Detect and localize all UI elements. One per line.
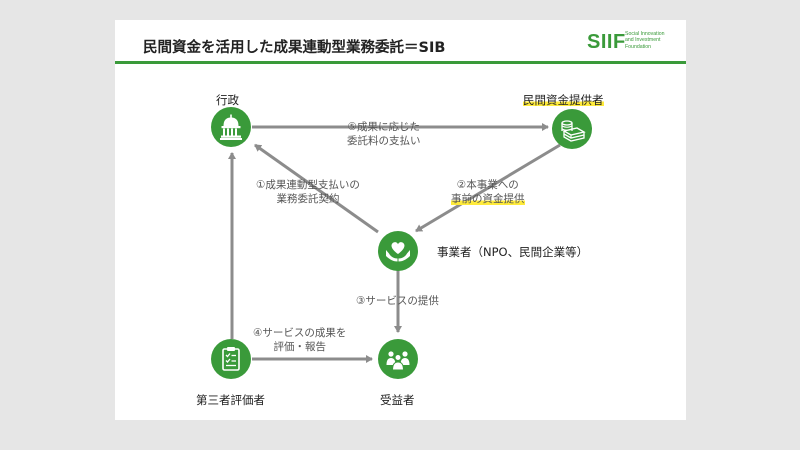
beneficiary-label: 受益者 xyxy=(380,393,415,407)
evaluator-node xyxy=(211,339,251,379)
beneficiary-node xyxy=(378,339,418,379)
edge-label-line: 業務委託契約 xyxy=(276,193,340,205)
title-divider xyxy=(115,61,686,64)
arrow-contract xyxy=(254,143,379,234)
siif-logo: SIIF Social Innovation and Investment Fo… xyxy=(587,27,679,59)
logo-tagline: Social Innovation and Investment Foundat… xyxy=(625,31,681,50)
edge-label-line: 評価・報告 xyxy=(273,341,326,353)
operator-node xyxy=(378,231,418,271)
edge-label-line-highlighted: 事前の資金提供 xyxy=(451,192,525,206)
funder-label: 民間資金提供者 xyxy=(523,92,604,108)
evaluator-label: 第三者評価者 xyxy=(196,393,265,407)
edge-label-line: ④サービスの成果を xyxy=(253,327,347,339)
edge-label-line: 委託料の支払い xyxy=(347,135,421,147)
people-group-icon xyxy=(386,351,410,371)
edge-label-service: ③サービスの提供 xyxy=(356,294,439,308)
edge-label-line: ③サービスの提供 xyxy=(356,295,439,307)
heart-hands-icon xyxy=(386,242,410,262)
clipboard-checklist-icon xyxy=(222,347,240,371)
edge-label-line: ①成果連動型支払いの xyxy=(256,179,360,191)
slide: 民間資金を活用した成果連動型業務委託＝SIB SIIF Social Innov… xyxy=(115,20,686,420)
government-node xyxy=(211,107,251,147)
logo-line: Foundation xyxy=(625,43,651,50)
arrow-funding xyxy=(415,143,561,233)
edge-label-line: ②本事業への xyxy=(456,179,519,191)
government-building-icon xyxy=(220,114,242,140)
funder-node xyxy=(552,109,592,149)
funder-label-text: 民間資金提供者 xyxy=(523,93,604,107)
slide-title: 民間資金を活用した成果連動型業務委託＝SIB xyxy=(143,40,446,56)
operator-label: 事業者（NPO、民間企業等） xyxy=(437,245,589,259)
edge-label-funding: ②本事業への 事前の資金提供 xyxy=(451,178,525,206)
edge-label-payment: ⑤成果に応じた 委託料の支払い xyxy=(347,120,421,148)
diagram-arrows xyxy=(228,123,561,363)
logo-line: Social Innovation xyxy=(625,31,665,37)
logo-line: and Investment xyxy=(625,37,661,44)
government-label: 行政 xyxy=(216,93,239,107)
logo-mark: SIIF xyxy=(587,31,626,53)
edge-label-evaluation: ④サービスの成果を 評価・報告 xyxy=(253,326,346,354)
money-stack-icon xyxy=(561,120,586,142)
edge-label-line: ⑤成果に応じた xyxy=(347,121,420,133)
edge-label-contract: ①成果連動型支払いの 業務委託契約 xyxy=(256,178,360,206)
